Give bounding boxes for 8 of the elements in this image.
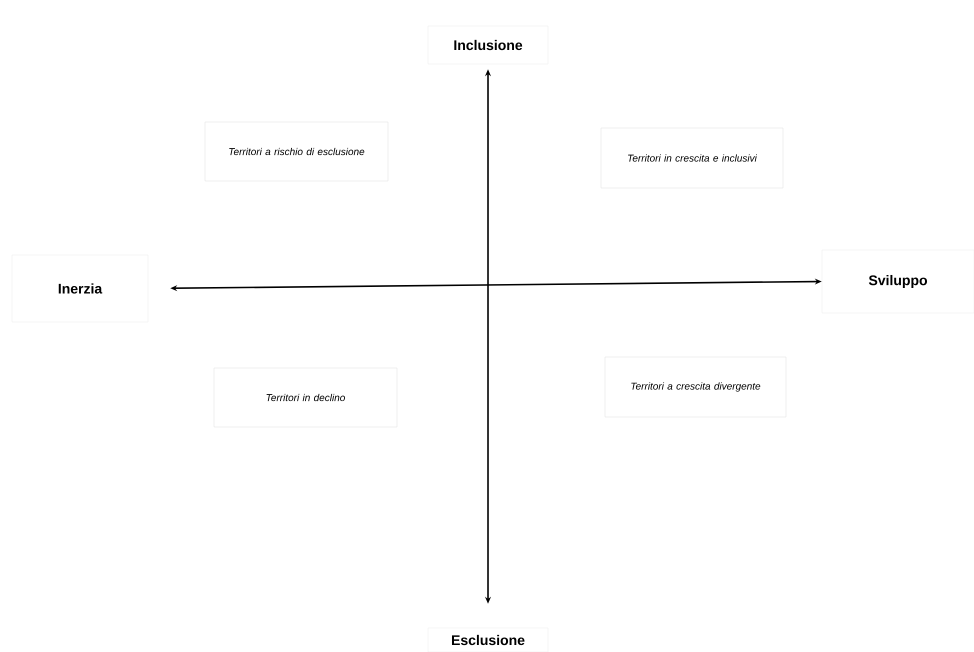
quadrant-box: Territori in declino [214,368,398,428]
axis-label: Inerzia [12,254,148,322]
quadrant-box: Territori in crescita e inclusivi [600,128,784,188]
axis-label: Sviluppo [822,250,974,314]
axis-label: Inclusione [428,26,548,64]
axis-label: Esclusione [428,628,548,652]
quadrant-box: Territori a crescita divergente [604,356,786,418]
quadrant-box: Territori a rischio di esclusione [204,122,388,182]
